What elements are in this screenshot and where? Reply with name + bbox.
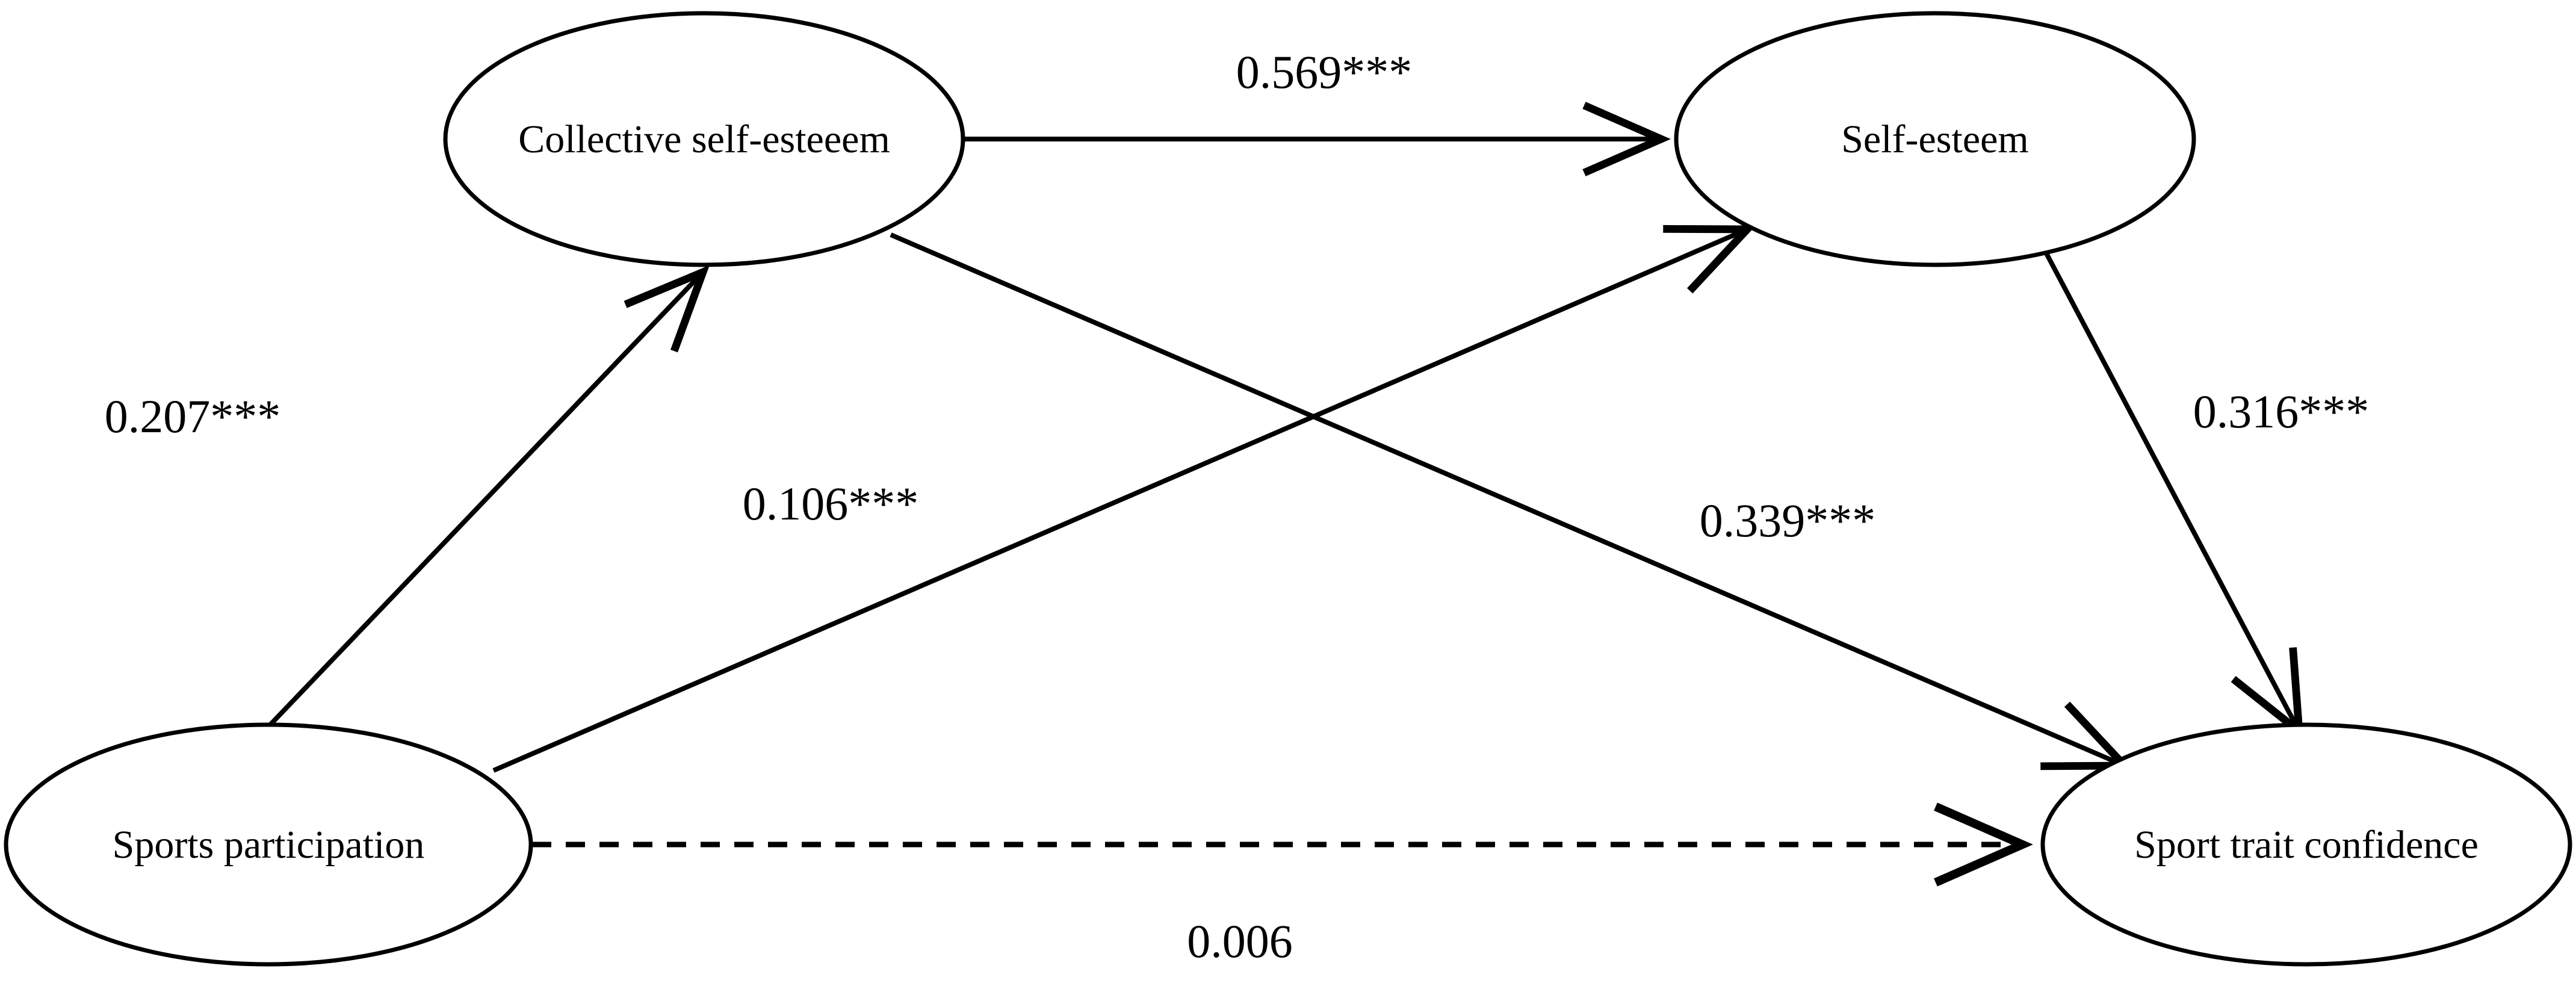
path-cse-to-stc: 0.339*** <box>890 232 2134 770</box>
coefficient-label-se-to-stc: 0.316*** <box>2193 385 2370 438</box>
node-sport-trait-confidence[interactable]: Sport trait confidence <box>2040 722 2572 967</box>
coefficient-label-sp-to-cse: 0.207*** <box>105 390 281 442</box>
node-sports-participation[interactable]: Sports participation <box>4 722 533 967</box>
node-ellipse-collective-self-esteem <box>443 11 965 267</box>
node-label-collective-self-esteem: Collective self-esteeem <box>518 117 890 161</box>
node-ellipse-sports-participation <box>4 722 533 967</box>
path-cse-to-se: 0.569*** <box>964 46 1671 176</box>
node-label-sport-trait-confidence: Sport trait confidence <box>2134 823 2478 867</box>
path-sp-to-cse: 0.207*** <box>105 265 710 727</box>
path-line-sp-to-se <box>492 225 1756 773</box>
path-line-se-to-stc <box>2038 241 2304 740</box>
node-label-sports-participation: Sports participation <box>113 823 425 867</box>
path-line-cse-to-stc <box>890 232 2134 770</box>
coefficient-label-sp-to-se: 0.106*** <box>743 477 919 530</box>
node-ellipse-self-esteem <box>1674 11 2196 267</box>
coefficient-label-cse-to-se: 0.569*** <box>1236 46 1413 98</box>
path-sp-to-se: 0.106*** <box>492 225 1756 773</box>
coefficient-label-sp-to-stc: 0.006 <box>1187 915 1293 967</box>
path-sp-to-stc: 0.006 <box>532 802 2033 967</box>
node-self-esteem[interactable]: Self-esteem <box>1674 11 2196 267</box>
node-ellipse-sport-trait-confidence <box>2040 722 2572 967</box>
node-label-self-esteem: Self-esteem <box>1841 117 2029 161</box>
path-line-sp-to-cse <box>268 265 710 727</box>
coefficient-label-cse-to-stc: 0.339*** <box>1700 494 1876 547</box>
node-collective-self-esteem[interactable]: Collective self-esteeem <box>443 11 965 267</box>
path-se-to-stc: 0.316*** <box>2038 241 2370 740</box>
